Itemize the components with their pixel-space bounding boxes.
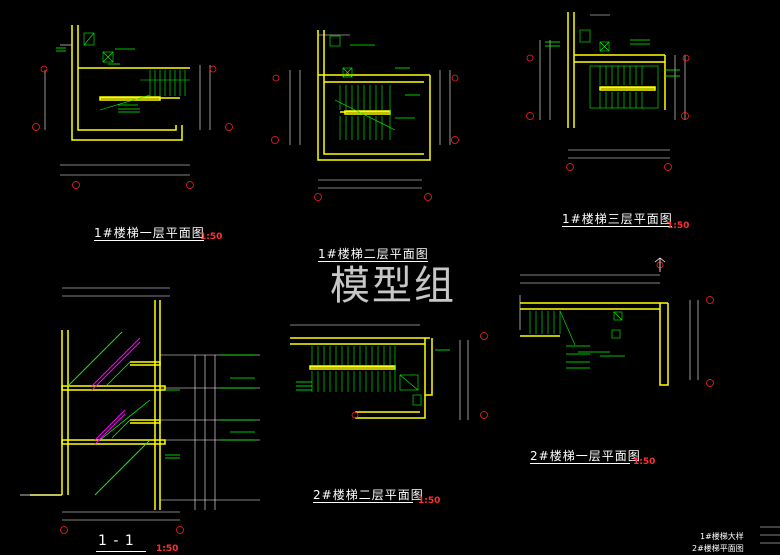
- title-underline: [313, 502, 413, 503]
- stair1-floor3-plan: [526, 12, 690, 171]
- section-1-1: [20, 287, 260, 534]
- title-stair2-floor1: 2#楼梯一层平面图: [530, 449, 641, 463]
- watermark: 模型组: [330, 263, 456, 309]
- title-underline: [530, 463, 630, 464]
- title-block-line1: 1#楼梯大样: [700, 532, 744, 541]
- title-section-1-1: 1 - 1: [98, 533, 135, 549]
- scale-section-1-1: 1:50: [156, 544, 179, 554]
- stair2-floor1-plan: [519, 257, 714, 387]
- stair1-floor1-plan: [32, 25, 233, 189]
- title-stair1-floor3: 1#楼梯三层平面图: [562, 212, 673, 226]
- stair2-floor2-plan: [290, 324, 488, 420]
- title-block-line2: 2#楼梯平面图: [692, 544, 744, 553]
- title-underline: [562, 226, 672, 227]
- north-section-mark-icon: [654, 257, 666, 272]
- title-stair1-floor1: 1#楼梯一层平面图: [94, 226, 205, 240]
- scale-stair1-floor1: 1:50: [200, 232, 223, 242]
- scale-stair1-floor3: 1:50: [667, 221, 690, 231]
- title-underline: [96, 551, 146, 552]
- title-stair1-floor2: 1#楼梯二层平面图: [318, 247, 429, 261]
- title-underline: [94, 240, 204, 241]
- stair1-floor2-plan: [271, 30, 459, 201]
- title-underline: [318, 261, 428, 262]
- title-stair2-floor2: 2#楼梯二层平面图: [313, 488, 424, 502]
- scale-stair2-floor1: 1:50: [633, 457, 656, 467]
- scale-stair2-floor2: 1:50: [418, 496, 441, 506]
